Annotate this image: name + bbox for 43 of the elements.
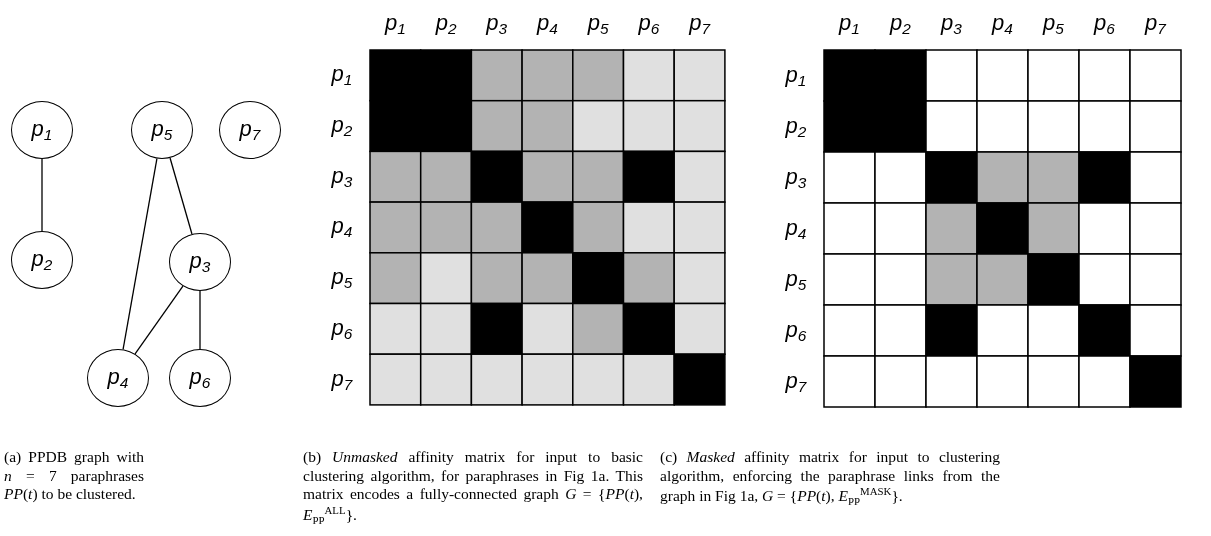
connector-line bbox=[41, 158, 43, 232]
axis-label: p$_{4}$ bbox=[537, 11, 558, 37]
node-label: p$_{3}$ bbox=[189, 249, 211, 275]
axis-label: p$_{2}$ bbox=[890, 11, 911, 37]
connector-line bbox=[122, 157, 158, 351]
axis-label: p$_{6}$ bbox=[331, 316, 353, 341]
connector-line bbox=[134, 285, 184, 355]
axis-label: p$_{1}$ bbox=[785, 63, 807, 88]
axis-label: p$_{5}$ bbox=[331, 266, 353, 291]
axis-label: p$_{7}$ bbox=[331, 367, 353, 392]
axis-label: p$_{1}$ bbox=[331, 63, 353, 88]
node-label: p$_{7}$ bbox=[239, 117, 261, 143]
axis-label: p$_{2}$ bbox=[785, 114, 807, 139]
connector-line bbox=[199, 290, 201, 350]
axis-label: p$_{1}$ bbox=[839, 11, 860, 37]
axis-label: p$_{7}$ bbox=[1145, 11, 1166, 37]
axis-label: p$_{5}$ bbox=[785, 267, 807, 292]
axis-label: p$_{5}$ bbox=[1043, 11, 1064, 37]
subfigure-caption: (c) Masked affinity matrix for input to clustering algorithm, enforcing the paraphrase links from the graph in Fig 1a, G = {PP(t), E$_{PP}$$^{MASK}$}. bbox=[660, 448, 1000, 509]
axis-label: p$_{3}$ bbox=[785, 165, 807, 190]
axis-label: p$_{4}$ bbox=[331, 215, 353, 240]
axis-label: p$_{6}$ bbox=[785, 318, 807, 343]
node-label: p$_{5}$ bbox=[151, 117, 173, 143]
node-label: p$_{6}$ bbox=[189, 365, 211, 391]
axis-label: p$_{7}$ bbox=[689, 11, 710, 37]
subfigure-caption: (a) PPDB graph with n = 7 paraphrases PP(t) to be clustered. bbox=[4, 448, 144, 504]
axis-label: p$_{3}$ bbox=[941, 11, 962, 37]
axis-label: p$_{7}$ bbox=[785, 369, 807, 394]
axis-label: p$_{6}$ bbox=[638, 11, 660, 37]
axis-label: p$_{2}$ bbox=[331, 113, 353, 139]
axis-label: p$_{6}$ bbox=[1094, 11, 1115, 37]
axis-label: p$_{4}$ bbox=[785, 216, 807, 241]
axis-label: p$_{5}$ bbox=[587, 11, 609, 37]
node-label: p$_{4}$ bbox=[107, 365, 129, 391]
axis-label: p$_{3}$ bbox=[486, 11, 508, 37]
axis-label: p$_{3}$ bbox=[331, 164, 353, 189]
axis-label: p$_{2}$ bbox=[435, 11, 457, 37]
node-label: p$_{1}$ bbox=[31, 117, 53, 143]
connector-line bbox=[169, 157, 193, 235]
node-label: p$_{2}$ bbox=[31, 247, 53, 273]
axis-label: p$_{1}$ bbox=[384, 11, 406, 37]
subfigure-caption: (b) Unmasked affinity matrix for input to basic clustering algorithm, for paraphrases in Fig 1a. This matrix encodes a fully-connected graph G = {PP(t), E$_{PP}$$^{ALL}$}. bbox=[303, 448, 643, 528]
axis-label: p$_{4}$ bbox=[992, 11, 1013, 37]
